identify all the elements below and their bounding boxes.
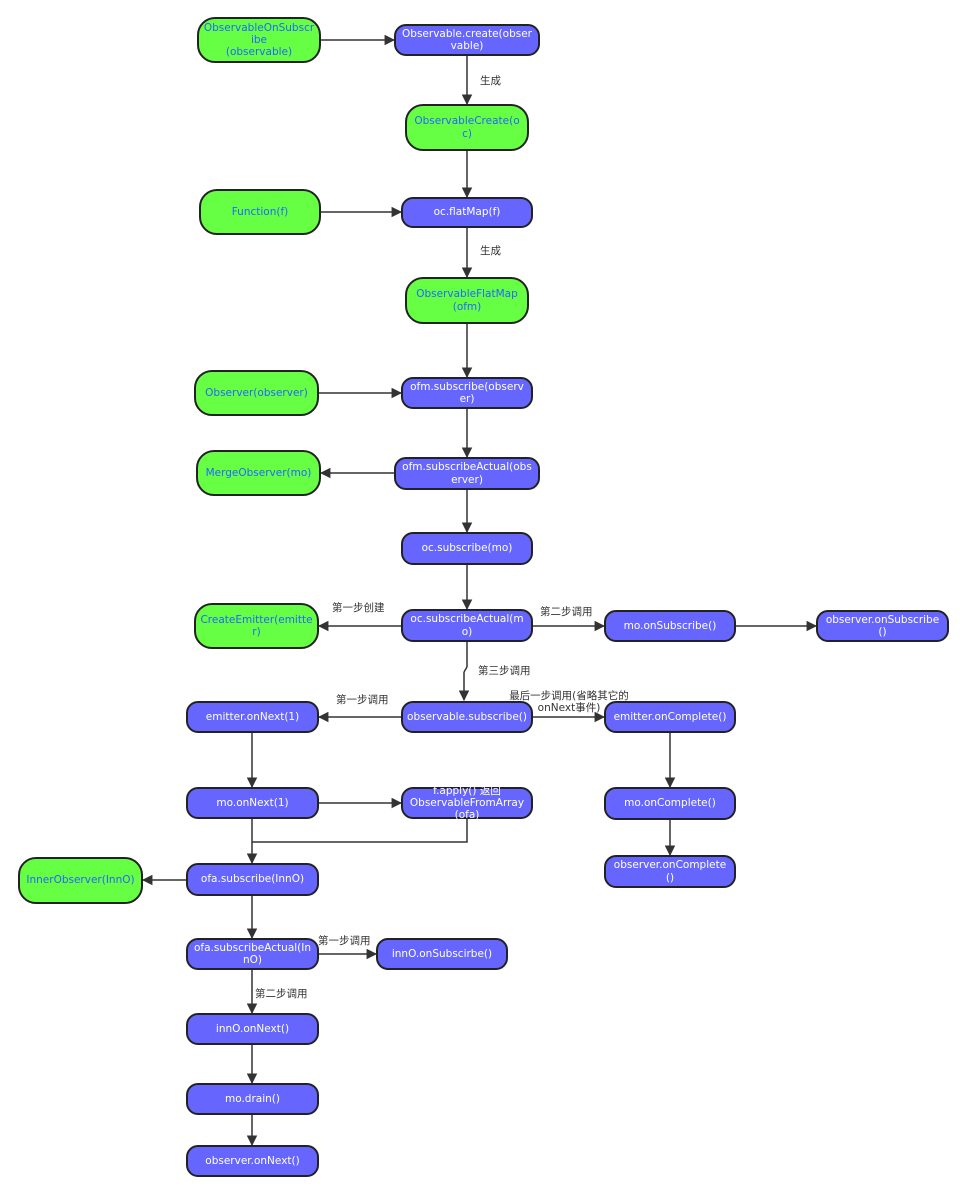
node-observable-subscribe: observable.subscribe() [401, 701, 533, 733]
node-merge-observer: MergeObserver(mo) [196, 450, 321, 496]
node-observer-on-next: observer.onNext() [186, 1145, 319, 1177]
edge-label-step2-call-b: 第二步调用 [255, 988, 308, 1000]
node-observable-create: Observable.create(observable) [394, 24, 540, 56]
node-ofa-subscribe: ofa.subscribe(InnO) [186, 863, 319, 896]
edge-label-generate-2: 生成 [480, 245, 501, 257]
edge-label-last-call: 最后一步调用(省略其它的 onNext事件) [509, 690, 629, 715]
edge-label-generate-1: 生成 [480, 75, 501, 87]
node-observer-on-complete: observer.onComplete() [604, 855, 736, 888]
node-inner-observer: InnerObserver(InnO) [18, 857, 143, 904]
edge-label-step3-call: 第三步调用 [478, 665, 531, 677]
node-observable-flatmap-ofm: ObservableFlatMap(ofm) [405, 277, 529, 324]
node-observable-on-subscribe: ObservableOnSubscribe (observable) [197, 17, 321, 63]
node-observer-on-subscribe: observer.onSubscribe() [816, 610, 949, 642]
edge-n13-n17-b [463, 666, 468, 673]
node-f-apply: f.apply() 返回 ObservableFromArray(ofa) [401, 785, 533, 821]
node-inno-on-next: innO.onNext() [186, 1013, 319, 1045]
edge-label-step1-create: 第一步创建 [332, 602, 385, 614]
node-inno-on-subscribe: innO.onSubscirbe() [376, 938, 508, 970]
node-oc-subscribe: oc.subscribe(mo) [401, 532, 533, 565]
node-oc-subscribe-actual: oc.subscribeActual(mo) [401, 609, 533, 642]
edge-label-step1-call-b: 第一步调用 [318, 935, 371, 947]
node-observer: Observer(observer) [194, 370, 319, 416]
node-mo-on-next: mo.onNext(1) [186, 787, 319, 819]
node-oc-flatmap: oc.flatMap(f) [401, 197, 533, 228]
node-emitter-on-complete: emitter.onComplete() [604, 701, 736, 733]
node-ofm-subscribe: ofm.subscribe(observer) [401, 377, 533, 409]
edge-label-step1-call-a: 第一步调用 [336, 694, 389, 706]
node-emitter-on-next: emitter.onNext(1) [186, 701, 319, 733]
node-ofm-subscribe-actual: ofm.subscribeActual(observer) [394, 457, 540, 490]
node-mo-drain: mo.drain() [186, 1083, 319, 1115]
edge-label-step2-call-a: 第二步调用 [540, 606, 593, 618]
edge-n20-n24 [252, 819, 468, 843]
node-function-f: Function(f) [199, 189, 321, 235]
node-observable-create-oc: ObservableCreate(oc) [405, 104, 529, 151]
node-ofa-subscribe-actual: ofa.subscribeActual(InnO) [186, 938, 319, 970]
node-create-emitter: CreateEmitter(emitter) [194, 603, 319, 649]
node-mo-on-complete: mo.onComplete() [604, 787, 736, 820]
node-mo-on-subscribe: mo.onSubscribe() [604, 610, 736, 642]
